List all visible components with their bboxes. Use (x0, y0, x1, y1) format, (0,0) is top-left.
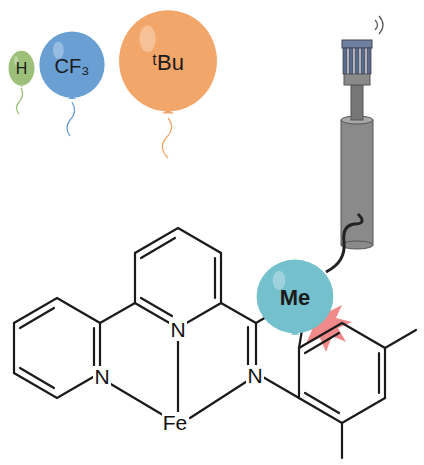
balloon: H (8, 50, 35, 88)
balloon-label: H (16, 60, 28, 78)
balloon-label: Me (280, 285, 311, 311)
balloon: ᵗBu (117, 8, 219, 118)
atom-label: N (169, 319, 186, 341)
atom-label: N (93, 366, 110, 388)
atom-label: N (246, 365, 263, 387)
balloon: CF₃ (38, 30, 106, 102)
balloon: Me (255, 258, 335, 338)
atom-label: Fe (162, 412, 189, 434)
balloon-label: ᵗBu (152, 50, 184, 76)
balloon-label: CF₃ (55, 55, 90, 78)
